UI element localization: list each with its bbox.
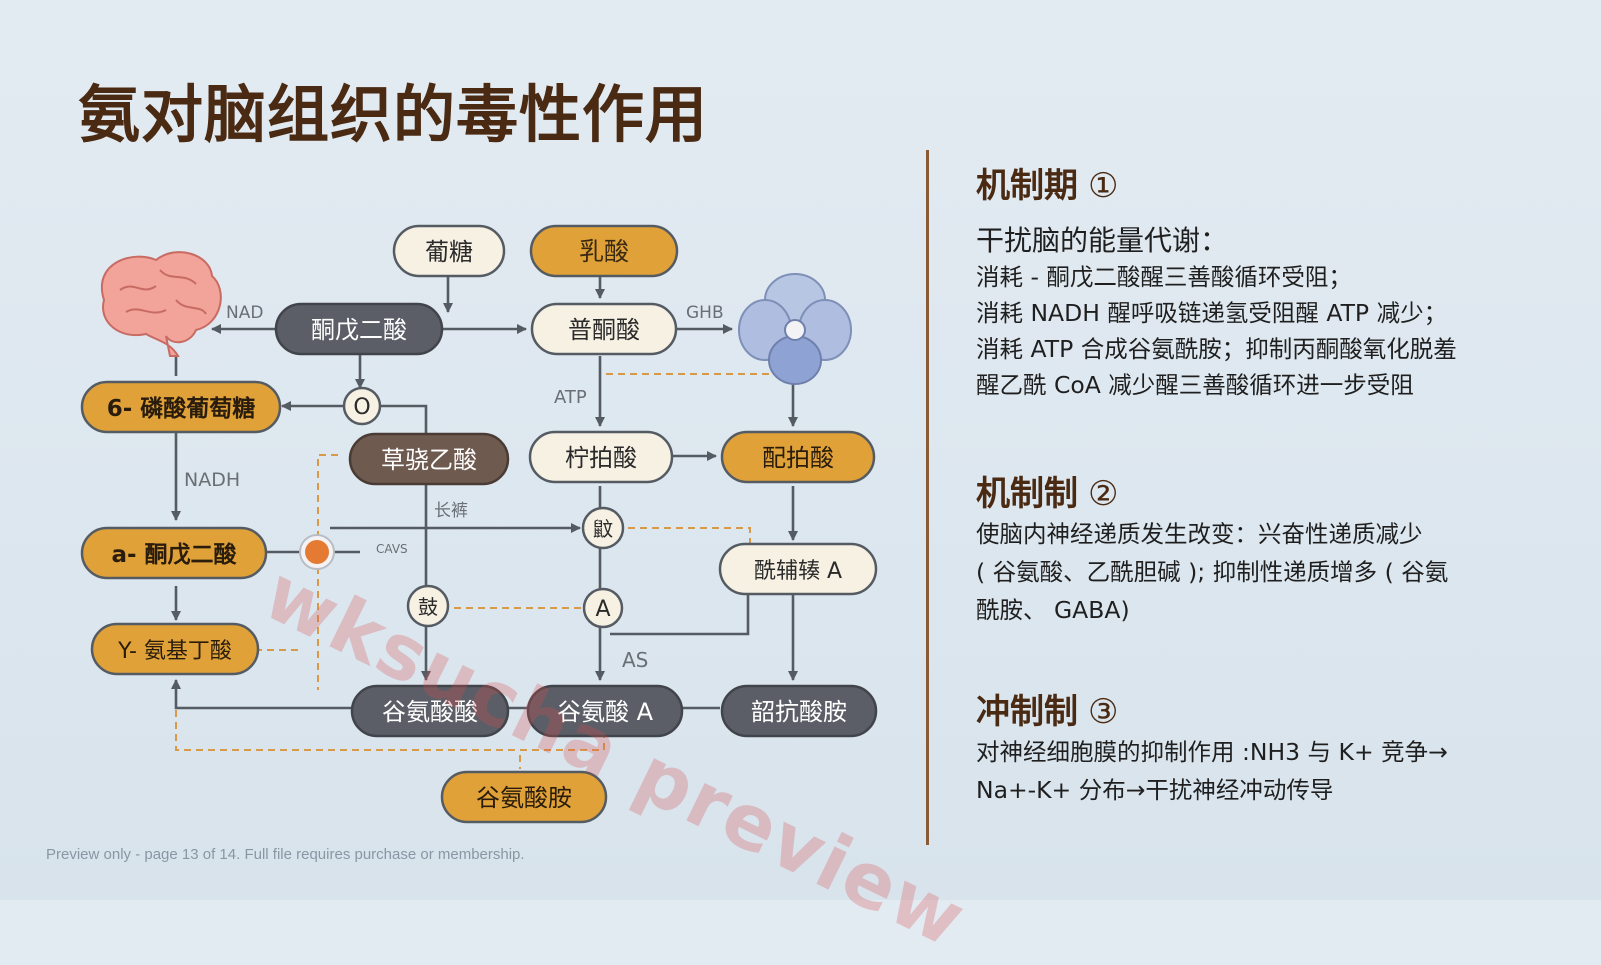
svg-text:酰辅辏 A: 酰辅辏 A: [754, 559, 842, 584]
node-glutamine: 谷氨酸胺: [440, 770, 608, 824]
svg-text:O: O: [353, 395, 370, 420]
circle-o: O: [342, 386, 382, 426]
flower-icon: [738, 273, 852, 385]
arrow: [610, 592, 750, 636]
svg-text:柠拍酸: 柠拍酸: [565, 444, 637, 472]
svg-text:鼓: 鼓: [418, 595, 438, 619]
mechanism-1-line: 消耗 - 酮戊二酸醒三善酸循环受阻；: [976, 263, 1352, 291]
label-atp: ATP: [554, 387, 587, 408]
circle-left: 鼓: [406, 584, 450, 628]
mechanism-3-line: Na+-K+ 分布→干扰神经冲动传导: [976, 776, 1334, 804]
svg-text:6- 磷酸葡萄糖: 6- 磷酸葡萄糖: [107, 395, 256, 422]
footer-note: Preview only - page 13 of 14. Full file …: [46, 846, 525, 863]
svg-text:草骁乙酸: 草骁乙酸: [381, 446, 477, 474]
svg-text:A: A: [595, 597, 610, 622]
mechanism-1-line: 消耗 ATP 合成谷氨酰胺；抑制丙酮酸氧化脱羞: [976, 335, 1457, 363]
arrow: [380, 404, 428, 440]
metabolic-pathway-diagram: 葡糖 乳酸 酮戊二酸 普酮酸 6- 磷酸葡萄糖 O 草骁乙酸 柠拍酸 配拍酸 鼤…: [80, 224, 878, 824]
node-oxaloacetate: 草骁乙酸: [348, 432, 510, 486]
mechanism-2-line: 使脑内神经递质发生改变：兴奋性递质减少: [976, 520, 1423, 548]
page-title: 氨对脑组织的毒性作用: [78, 78, 709, 151]
circle-a: A: [582, 587, 624, 629]
svg-text:酮戊二酸: 酮戊二酸: [311, 316, 407, 344]
svg-text:配拍酸: 配拍酸: [762, 444, 834, 472]
svg-text:韶抗酸胺: 韶抗酸胺: [751, 698, 847, 726]
node-pyruvate: 普酮酸: [530, 302, 678, 356]
svg-text:普酮酸: 普酮酸: [568, 316, 640, 344]
node-acetyl-coa: 酰辅辏 A: [718, 542, 878, 596]
svg-text:Y- 氨基丁酸: Y- 氨基丁酸: [117, 639, 232, 664]
arrows: [171, 275, 798, 710]
dashed-line: [317, 454, 338, 690]
node-ketoglutarate-top: 酮戊二酸: [274, 302, 444, 356]
node-glucose: 葡糖: [392, 224, 506, 278]
node-a-ketoglutarate: a- 酮戊二酸: [80, 526, 268, 580]
dashed-line: [175, 698, 605, 751]
node-glutamate-left: 谷氨酸酸: [350, 684, 510, 738]
mechanism-1-line: 消耗 NADH 醒呼吸链递氢受阻醒 ATP 减少；: [976, 299, 1448, 327]
label-as: AS: [622, 648, 648, 672]
mechanism-2-line: ( 谷氨酸、乙酰胆碱 ); 抑制性递质增多 ( 谷氨: [976, 558, 1449, 586]
svg-text:乳酸: 乳酸: [579, 237, 629, 266]
svg-text:鼤: 鼤: [593, 517, 613, 541]
mechanism-1-line: 醒乙酰 CoA 减少醒三善酸循环进一步受阻: [976, 371, 1414, 399]
svg-text:谷氨酸胺: 谷氨酸胺: [476, 784, 572, 812]
label-changku: 长裤: [434, 501, 468, 521]
arrow: [171, 679, 352, 710]
node-citrate: 柠拍酸: [528, 430, 674, 484]
svg-text:葡糖: 葡糖: [425, 238, 473, 266]
node-glutamate-a: 谷氨酸 A: [526, 684, 684, 738]
svg-text:谷氨酸 A: 谷氨酸 A: [557, 698, 654, 726]
label-ghb: GHB: [686, 303, 724, 323]
circle-mid: 鼤: [581, 506, 625, 550]
node-lactate: 乳酸: [529, 224, 679, 278]
node-amide: 韶抗酸胺: [720, 684, 878, 738]
label-nad: NAD: [226, 303, 263, 323]
vertical-divider: [926, 150, 929, 845]
mechanism-1-subtitle: 干扰脑的能量代谢：: [976, 224, 1229, 257]
mechanism-2-line: 酰胺、 GABA): [976, 596, 1130, 624]
node-gaba: Y- 氨基丁酸: [90, 622, 260, 676]
node-cofactor: 配拍酸: [720, 430, 876, 484]
svg-text:a- 酮戊二酸: a- 酮戊二酸: [111, 542, 237, 568]
label-nadh: NADH: [184, 469, 240, 491]
brain-icon: [101, 251, 222, 357]
label-cavs: CAVS: [376, 542, 408, 556]
orange-dot-icon: [299, 534, 335, 570]
mechanism-3-line: 对神经细胞膜的抑制作用 :NH3 与 K+ 竞争→: [976, 738, 1448, 766]
node-g6p: 6- 磷酸葡萄糖: [80, 380, 282, 434]
svg-text:谷氨酸酸: 谷氨酸酸: [382, 698, 478, 726]
